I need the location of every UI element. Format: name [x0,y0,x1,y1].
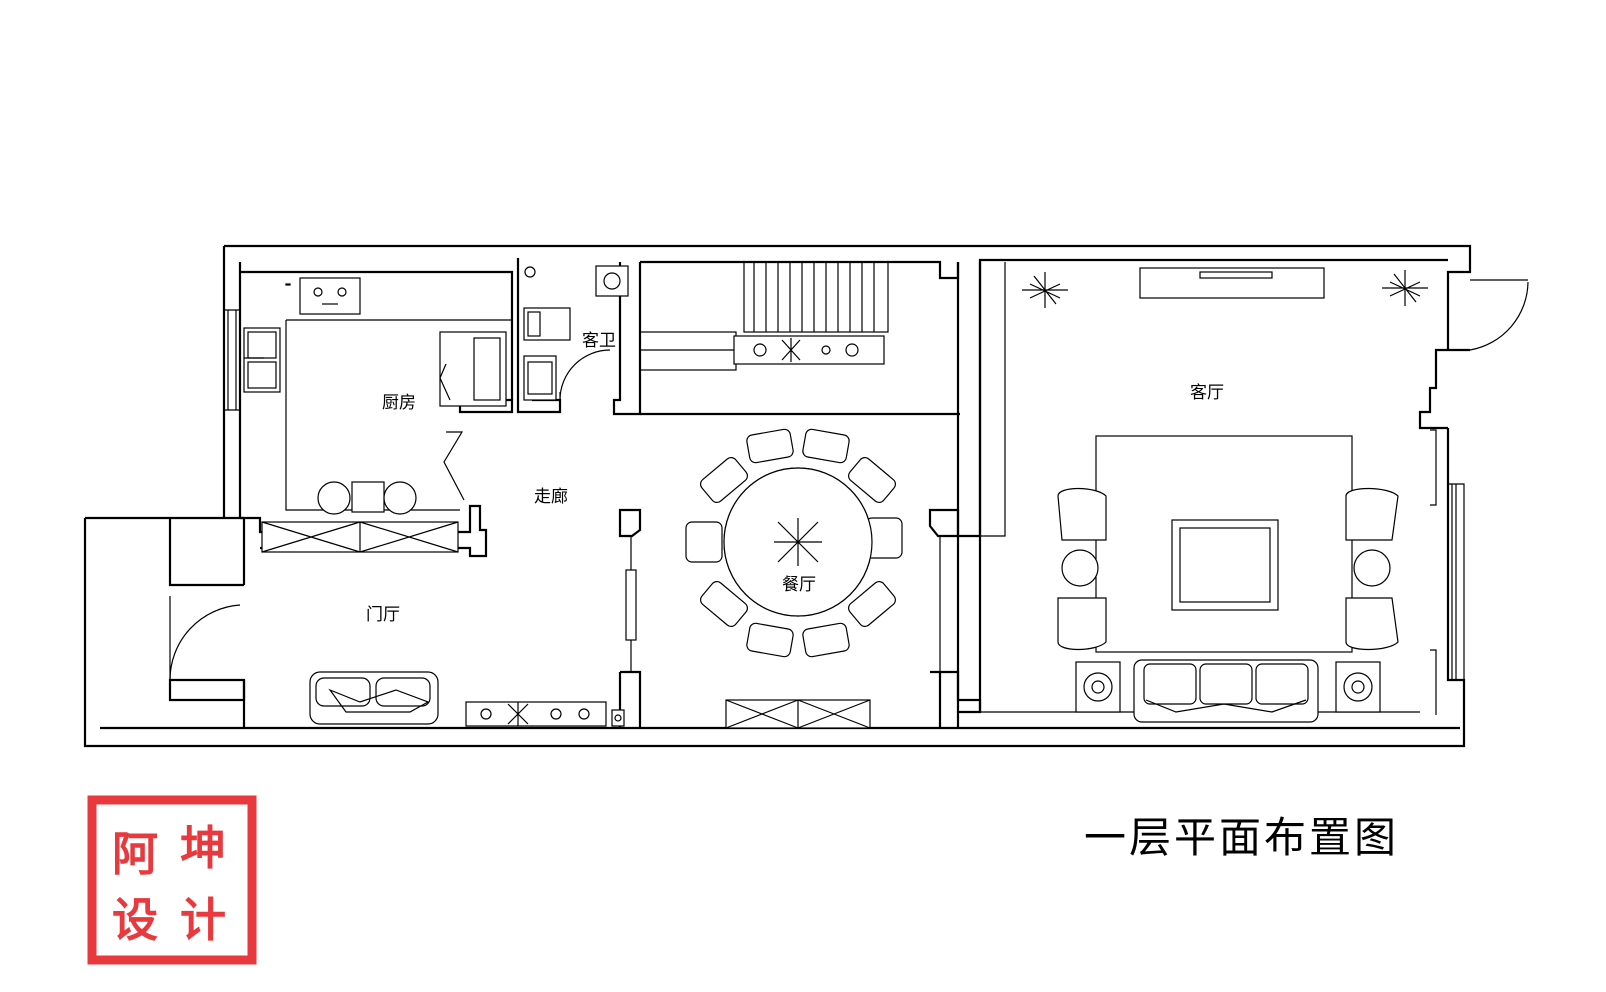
round-stool [1353,549,1391,587]
sink-icon [243,327,281,393]
armchair [1345,597,1399,651]
armchair [1345,487,1399,541]
interior-walls [240,258,1448,728]
windows [224,309,1465,715]
plant-icon [781,338,801,362]
three-seat-sofa [1133,659,1319,723]
armchair [1057,487,1107,541]
shoe-cabinet [465,701,607,727]
seal-char: 阿 [112,827,158,881]
bench-sofa [309,671,439,725]
washbasin-icon [523,355,557,401]
room-label-kitchen: 厨房 [382,393,416,413]
plant-icon [1022,272,1068,308]
drawing-title: 一层平面布置图 [1084,813,1399,862]
dining-furniture [685,428,903,729]
bathroom-fixtures [523,265,629,401]
gas-stove-icon [299,277,361,315]
area-rug [1095,435,1353,653]
doors [169,279,1529,681]
living-furniture [1022,267,1428,723]
refrigerator-icon [439,331,507,407]
room-label-corridor: 走廊 [534,487,568,507]
seal-char: 计 [180,893,226,947]
room-labels: 厨房 客卫 走廊 餐厅 门厅 客厅 [366,331,1224,625]
room-label-foyer: 门厅 [366,605,400,625]
tv-cabinet [1139,267,1325,299]
plant-icon [507,702,529,726]
side-table [1075,661,1121,713]
shower-icon [595,265,629,297]
dining-chairs [685,428,903,658]
designer-seal: 阿 坤 设 计 [87,795,257,965]
room-label-dining: 餐厅 [782,575,816,595]
coffee-table [1171,519,1279,611]
seal-char: 坤 [180,821,226,875]
console-cabinet [733,335,885,365]
armchair [1057,597,1107,651]
plant-icon [1382,270,1428,306]
seal-char: 设 [112,893,158,947]
toilet-icon [523,307,571,341]
room-label-guest-bath: 客卫 [582,331,616,351]
foyer-furniture [261,521,625,727]
staircase [639,261,889,371]
kitchen-furniture [243,277,512,515]
side-table [1335,661,1381,713]
round-stool [1061,549,1099,587]
room-label-living: 客厅 [1190,383,1224,403]
centerpiece-plant-icon [774,518,822,566]
